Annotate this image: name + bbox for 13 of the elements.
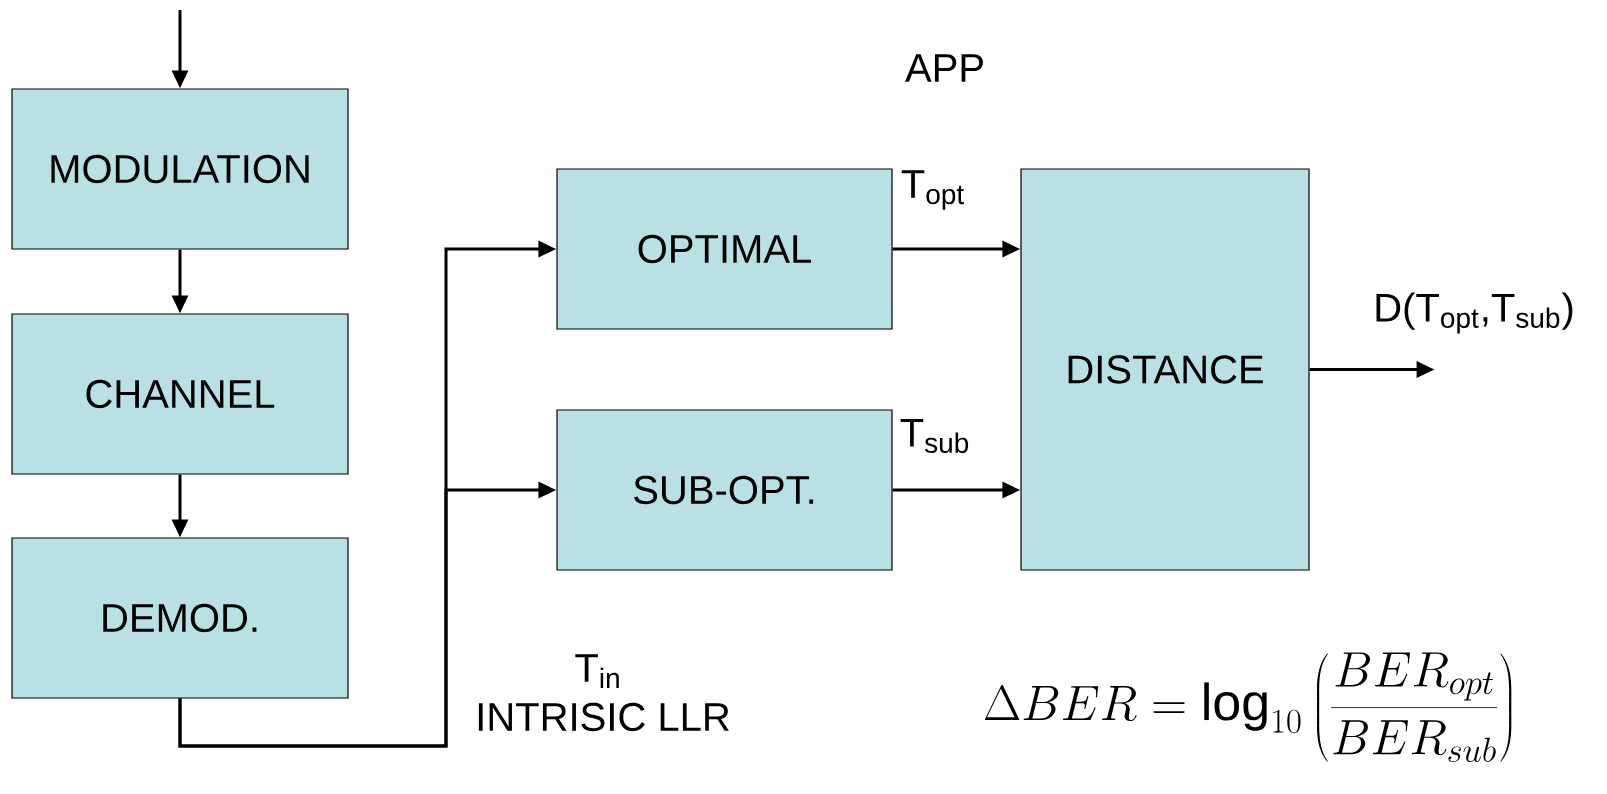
label-text: APP — [905, 54, 983, 82]
process-box: MODULATION — [11, 88, 349, 250]
process-box: DEMOD. — [11, 537, 349, 699]
label-text: T$_{in}$ — [575, 654, 619, 688]
edge-label: T$_{opt}$ — [901, 170, 964, 210]
label-text: INTRISIC LLR — [478, 702, 729, 732]
edge-label: T$_{sub}$ — [900, 419, 969, 453]
process-box: DISTANCE — [1020, 168, 1310, 571]
process-box: OPTIMAL — [556, 168, 893, 330]
process-box: SUB-OPT. — [556, 409, 893, 571]
edge-label: D(T$_{opt}$,T$_{sub}$) — [1376, 292, 1573, 334]
process-box: CHANNEL — [11, 313, 349, 475]
formula: $\Delta BER=\log_{10}\left(\frac{BER_{opt}}{BER_{sub}}\right)$ — [984, 652, 1512, 762]
